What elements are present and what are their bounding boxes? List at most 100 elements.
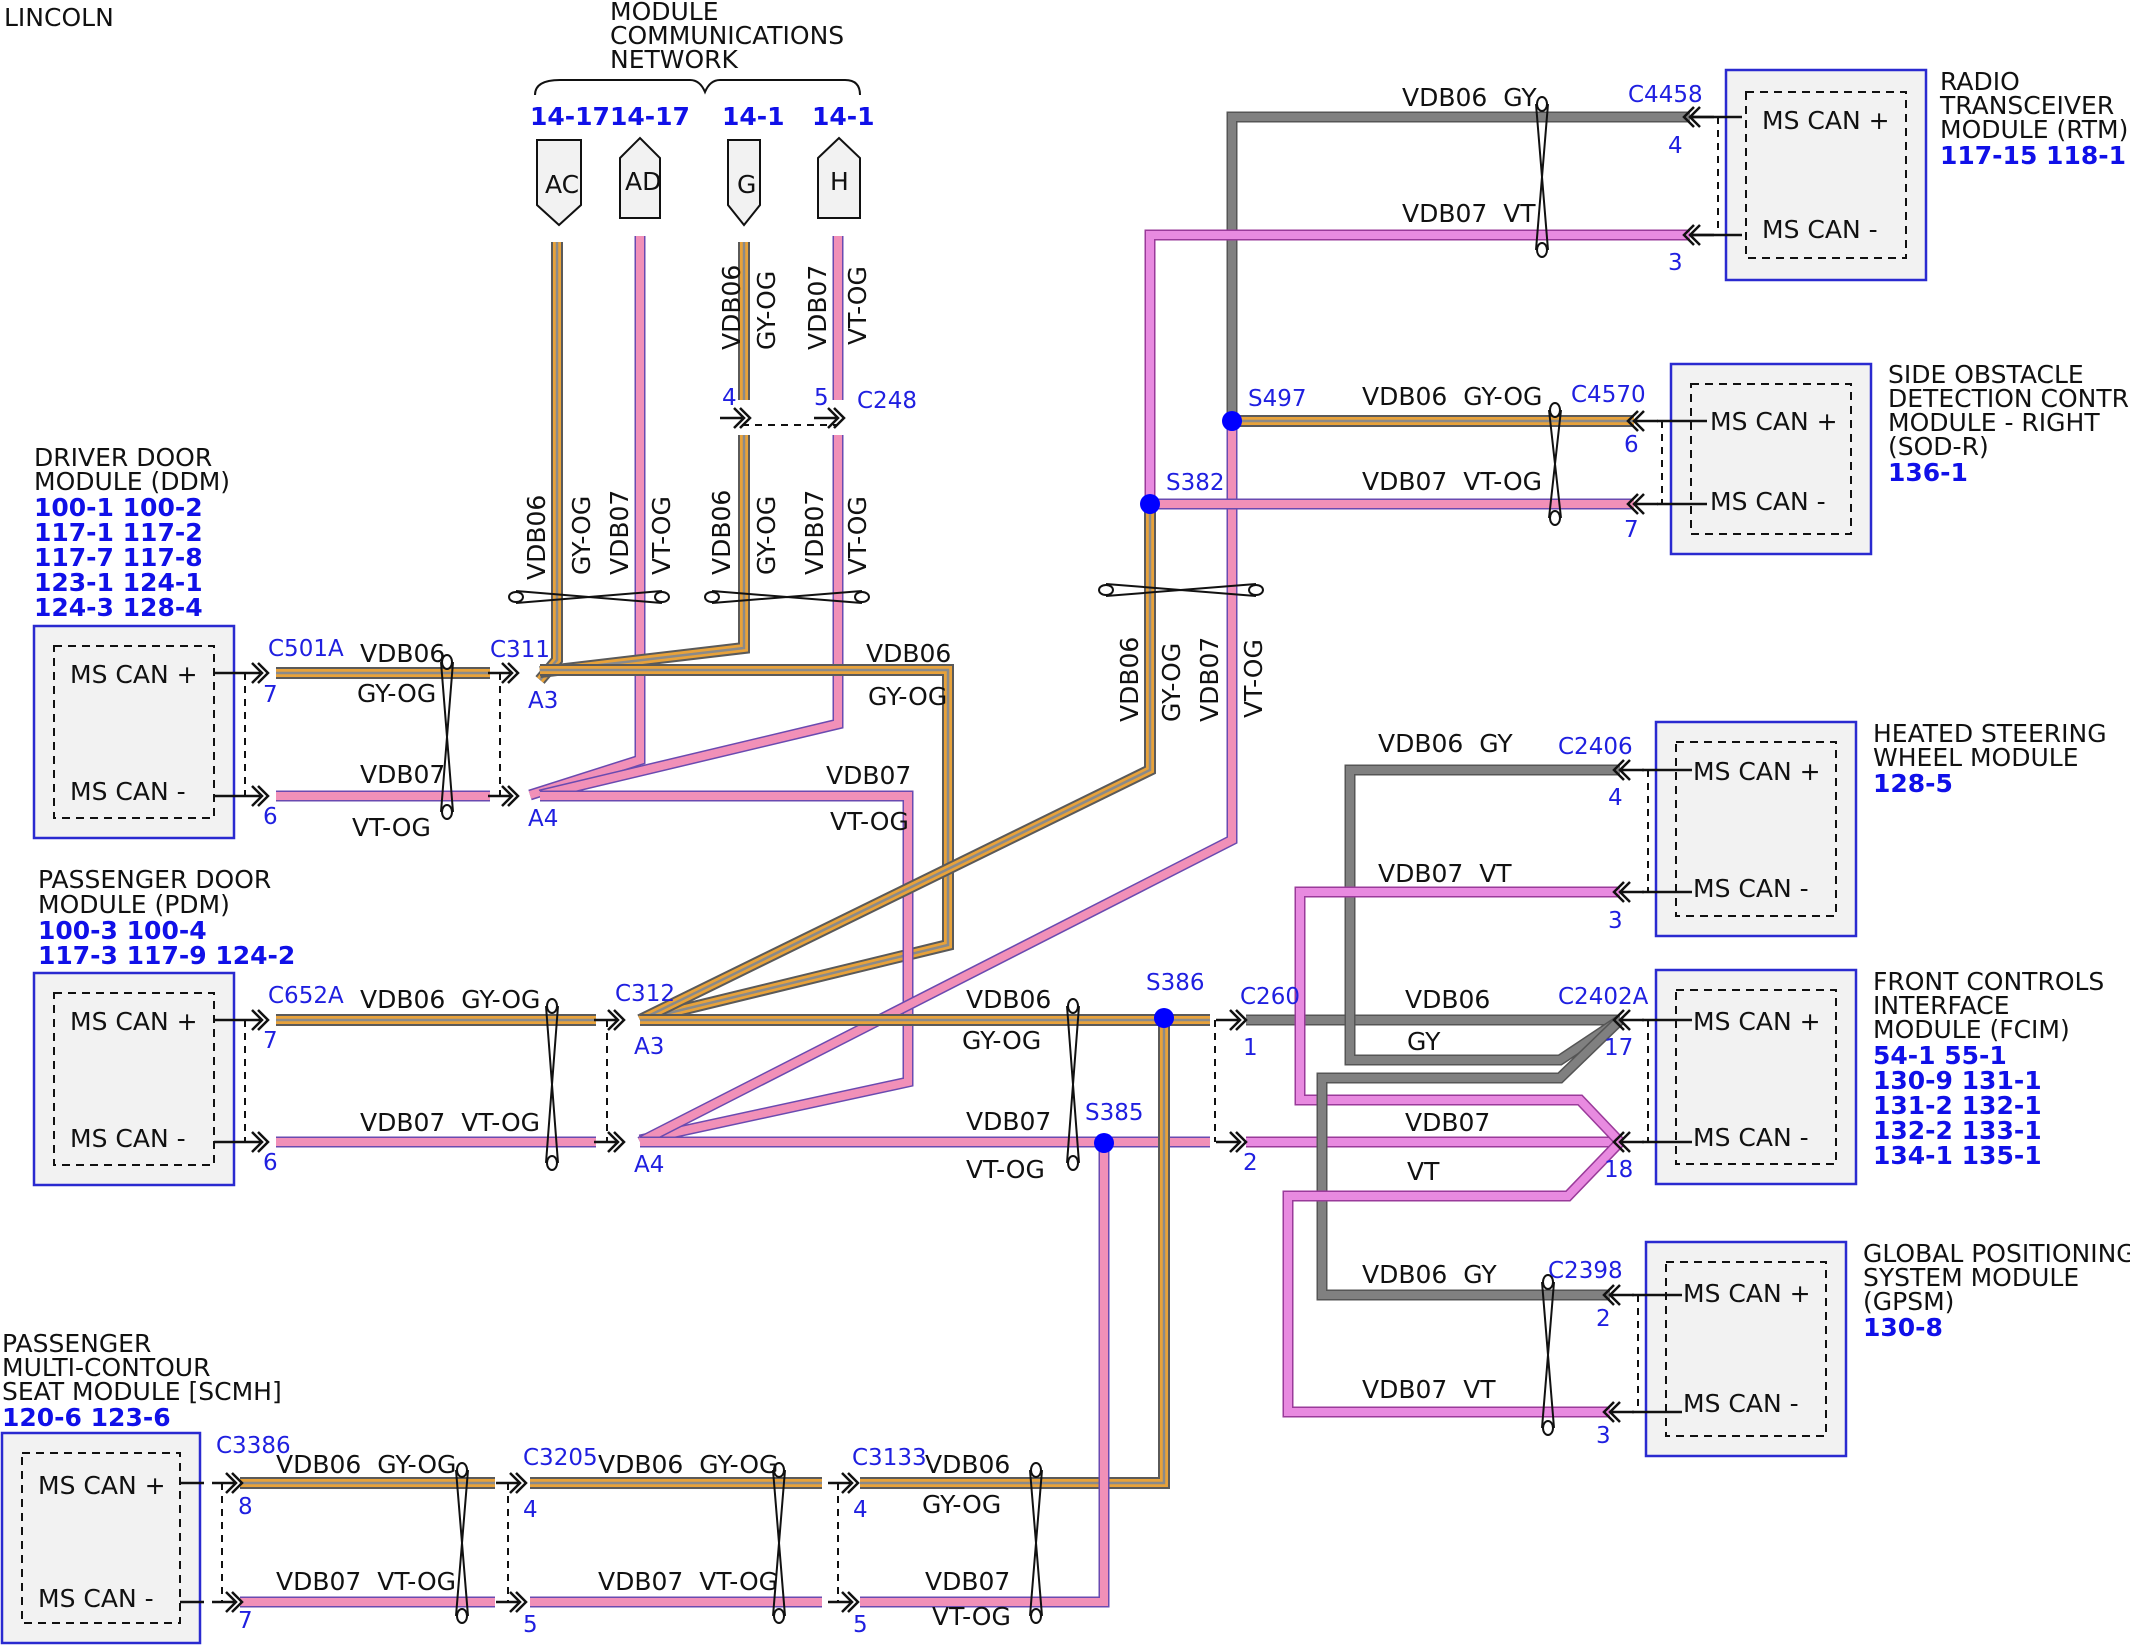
wire-label-rtm-plus: VDB06 GY [1402, 83, 1537, 112]
connector-c3386[interactable]: C3386 [216, 1433, 291, 1459]
sodr-module-box[interactable]: MS CAN + MS CAN - [1669, 362, 1873, 556]
network-tag-ac[interactable]: AC [536, 139, 582, 227]
ddm-ref-4: 123-1 124-1 [34, 568, 203, 597]
wire-label-mid-gyog: GY-OG [1157, 643, 1186, 722]
label-vdb06-g2: VDB06 [707, 490, 736, 575]
pdm-name-2: MODULE (PDM) [38, 890, 230, 919]
wire-label-c312-vtog: VT-OG [966, 1155, 1045, 1184]
connector-arrow-right-7 [594, 1131, 626, 1153]
ddm-name-2: MODULE (DDM) [34, 467, 230, 496]
label-vtog-h: VT-OG [843, 266, 872, 345]
twist-c312 [1066, 998, 1080, 1171]
svg-text:G: G [737, 170, 756, 199]
ddm-name-1: DRIVER DOOR [34, 443, 212, 472]
fcim-module-box[interactable]: MS CAN + MS CAN - [1654, 968, 1858, 1186]
connector-c501a[interactable]: C501A [268, 636, 344, 662]
network-tag-ad[interactable]: AD [619, 136, 661, 219]
connector-c2406[interactable]: C2406 [1558, 734, 1633, 760]
fcim-pin-minus: MS CAN - [1693, 1123, 1809, 1152]
wire-s386-c3133 [860, 1018, 1170, 1489]
connector-c248[interactable]: C248 [857, 388, 917, 414]
rtm-pin-minus: MS CAN - [1762, 215, 1878, 244]
c248-arrow-left [720, 407, 752, 429]
pin-c3133-5: 5 [853, 1612, 868, 1638]
svg-text:AD: AD [625, 167, 661, 196]
rtm-module-box[interactable]: MS CAN + MS CAN - [1724, 68, 1928, 282]
connector-marker-layer [180, 106, 1742, 1613]
connector-c260[interactable]: C260 [1240, 984, 1300, 1010]
connector-c3133[interactable]: C3133 [852, 1445, 927, 1471]
network-tag-g[interactable]: G [727, 139, 761, 227]
splice-s385[interactable] [1094, 1133, 1114, 1153]
scmh-module-box[interactable]: MS CAN + MS CAN - [0, 1431, 202, 1645]
pin-c501a-6: 6 [263, 804, 278, 830]
connector-c4458[interactable]: C4458 [1628, 82, 1703, 108]
connector-c312[interactable]: C312 [615, 981, 675, 1007]
splice-s497[interactable] [1222, 411, 1242, 431]
wire-label-fcim-gy: GY [1407, 1027, 1441, 1056]
wire-layer [240, 111, 1690, 1608]
connector-c652a[interactable]: C652A [268, 983, 344, 1009]
wire-label-ddm-vdb07: VDB07 [360, 760, 445, 789]
gpsm-pin-plus: MS CAN + [1683, 1279, 1811, 1308]
splice-s386[interactable] [1154, 1008, 1174, 1028]
connector-arrow-left-5 [1612, 881, 1644, 903]
connector-c2398[interactable]: C2398 [1548, 1258, 1623, 1284]
twist-gpsm [1541, 1274, 1555, 1436]
network-tag-h[interactable]: H [817, 136, 861, 219]
splice-s382[interactable] [1140, 494, 1160, 514]
pin-c652a-7: 7 [263, 1028, 278, 1054]
hsw-pin-minus: MS CAN - [1693, 874, 1809, 903]
wire-c312-s497 [637, 421, 1238, 1147]
connector-arrow-right-10 [496, 1472, 528, 1494]
wire-label-ddm-vtog: VT-OG [352, 813, 431, 842]
connector-arrow-left-9 [1602, 1401, 1634, 1423]
sodr-name-2: DETECTION CONTROL [1888, 384, 2130, 413]
wire-label-hsw-minus: VDB07 VT [1378, 859, 1512, 888]
twist-pdm [545, 998, 559, 1171]
wire-label-c312-vdb06: VDB06 [966, 985, 1051, 1014]
connector-c311[interactable]: C311 [490, 637, 550, 663]
label-gyog-g: GY-OG [752, 271, 781, 350]
connector-arrow-right-9 [212, 1591, 244, 1613]
fcim-pin-plus: MS CAN + [1693, 1007, 1821, 1036]
wire-label-c3133-gyog: GY-OG [922, 1490, 1001, 1519]
pin-c4458-4: 4 [1668, 133, 1683, 159]
wire-label-c311-gyog: GY-OG [868, 682, 947, 711]
scmh-pin-minus: MS CAN - [38, 1584, 154, 1613]
connector-c4570[interactable]: C4570 [1571, 382, 1646, 408]
twist-scmh [455, 1462, 469, 1624]
scmh-pin-plus: MS CAN + [38, 1471, 166, 1500]
connector-c2402a[interactable]: C2402A [1558, 984, 1649, 1010]
pin-c3205-5: 5 [523, 1612, 538, 1638]
wire-label-c3205-plus: VDB06 GY-OG [598, 1450, 778, 1479]
wire-label-scmh-minus: VDB07 VT-OG [276, 1567, 456, 1596]
pin-c248-4: 4 [722, 385, 737, 411]
gpsm-module-box[interactable]: MS CAN + MS CAN - [1644, 1240, 1848, 1458]
connector-arrow-left-3 [1626, 493, 1658, 515]
wire-label-fcim-vt: VT [1407, 1157, 1440, 1186]
pin-c2398-2: 2 [1596, 1306, 1611, 1332]
network-ref-ac: 14-17 [530, 102, 610, 131]
rtm-name-2: TRANSCEIVER [1939, 91, 2114, 120]
pin-c3205-4: 4 [523, 1497, 538, 1523]
hsw-module-box[interactable]: MS CAN + MS CAN - [1654, 720, 1858, 938]
ddm-module-box[interactable]: MS CAN + MS CAN - [32, 624, 236, 840]
pin-c4570-7: 7 [1624, 517, 1639, 543]
scmh-name-3: SEAT MODULE [SCMH] [2, 1377, 282, 1406]
connector-arrow-right-1 [238, 785, 270, 807]
connector-arrow-left-7 [1612, 1131, 1644, 1153]
splice-s385-label: S385 [1085, 1100, 1144, 1126]
twist-c3205 [772, 1462, 786, 1624]
pdm-module-box[interactable]: MS CAN + MS CAN - [32, 971, 236, 1187]
label-gyog-ac: GY-OG [567, 496, 596, 575]
pin-c311-a3: A3 [528, 688, 558, 714]
connector-arrow-right-11 [496, 1591, 528, 1613]
connector-arrow-right-13 [828, 1591, 860, 1613]
wire-ac [535, 242, 563, 684]
connector-c3205[interactable]: C3205 [523, 1445, 598, 1471]
network-brace [534, 79, 861, 96]
wire-label-ddm-vdb06: VDB06 [360, 639, 445, 668]
wire-hsw-plus [1344, 764, 1624, 1066]
splice-s382-label: S382 [1166, 470, 1225, 496]
